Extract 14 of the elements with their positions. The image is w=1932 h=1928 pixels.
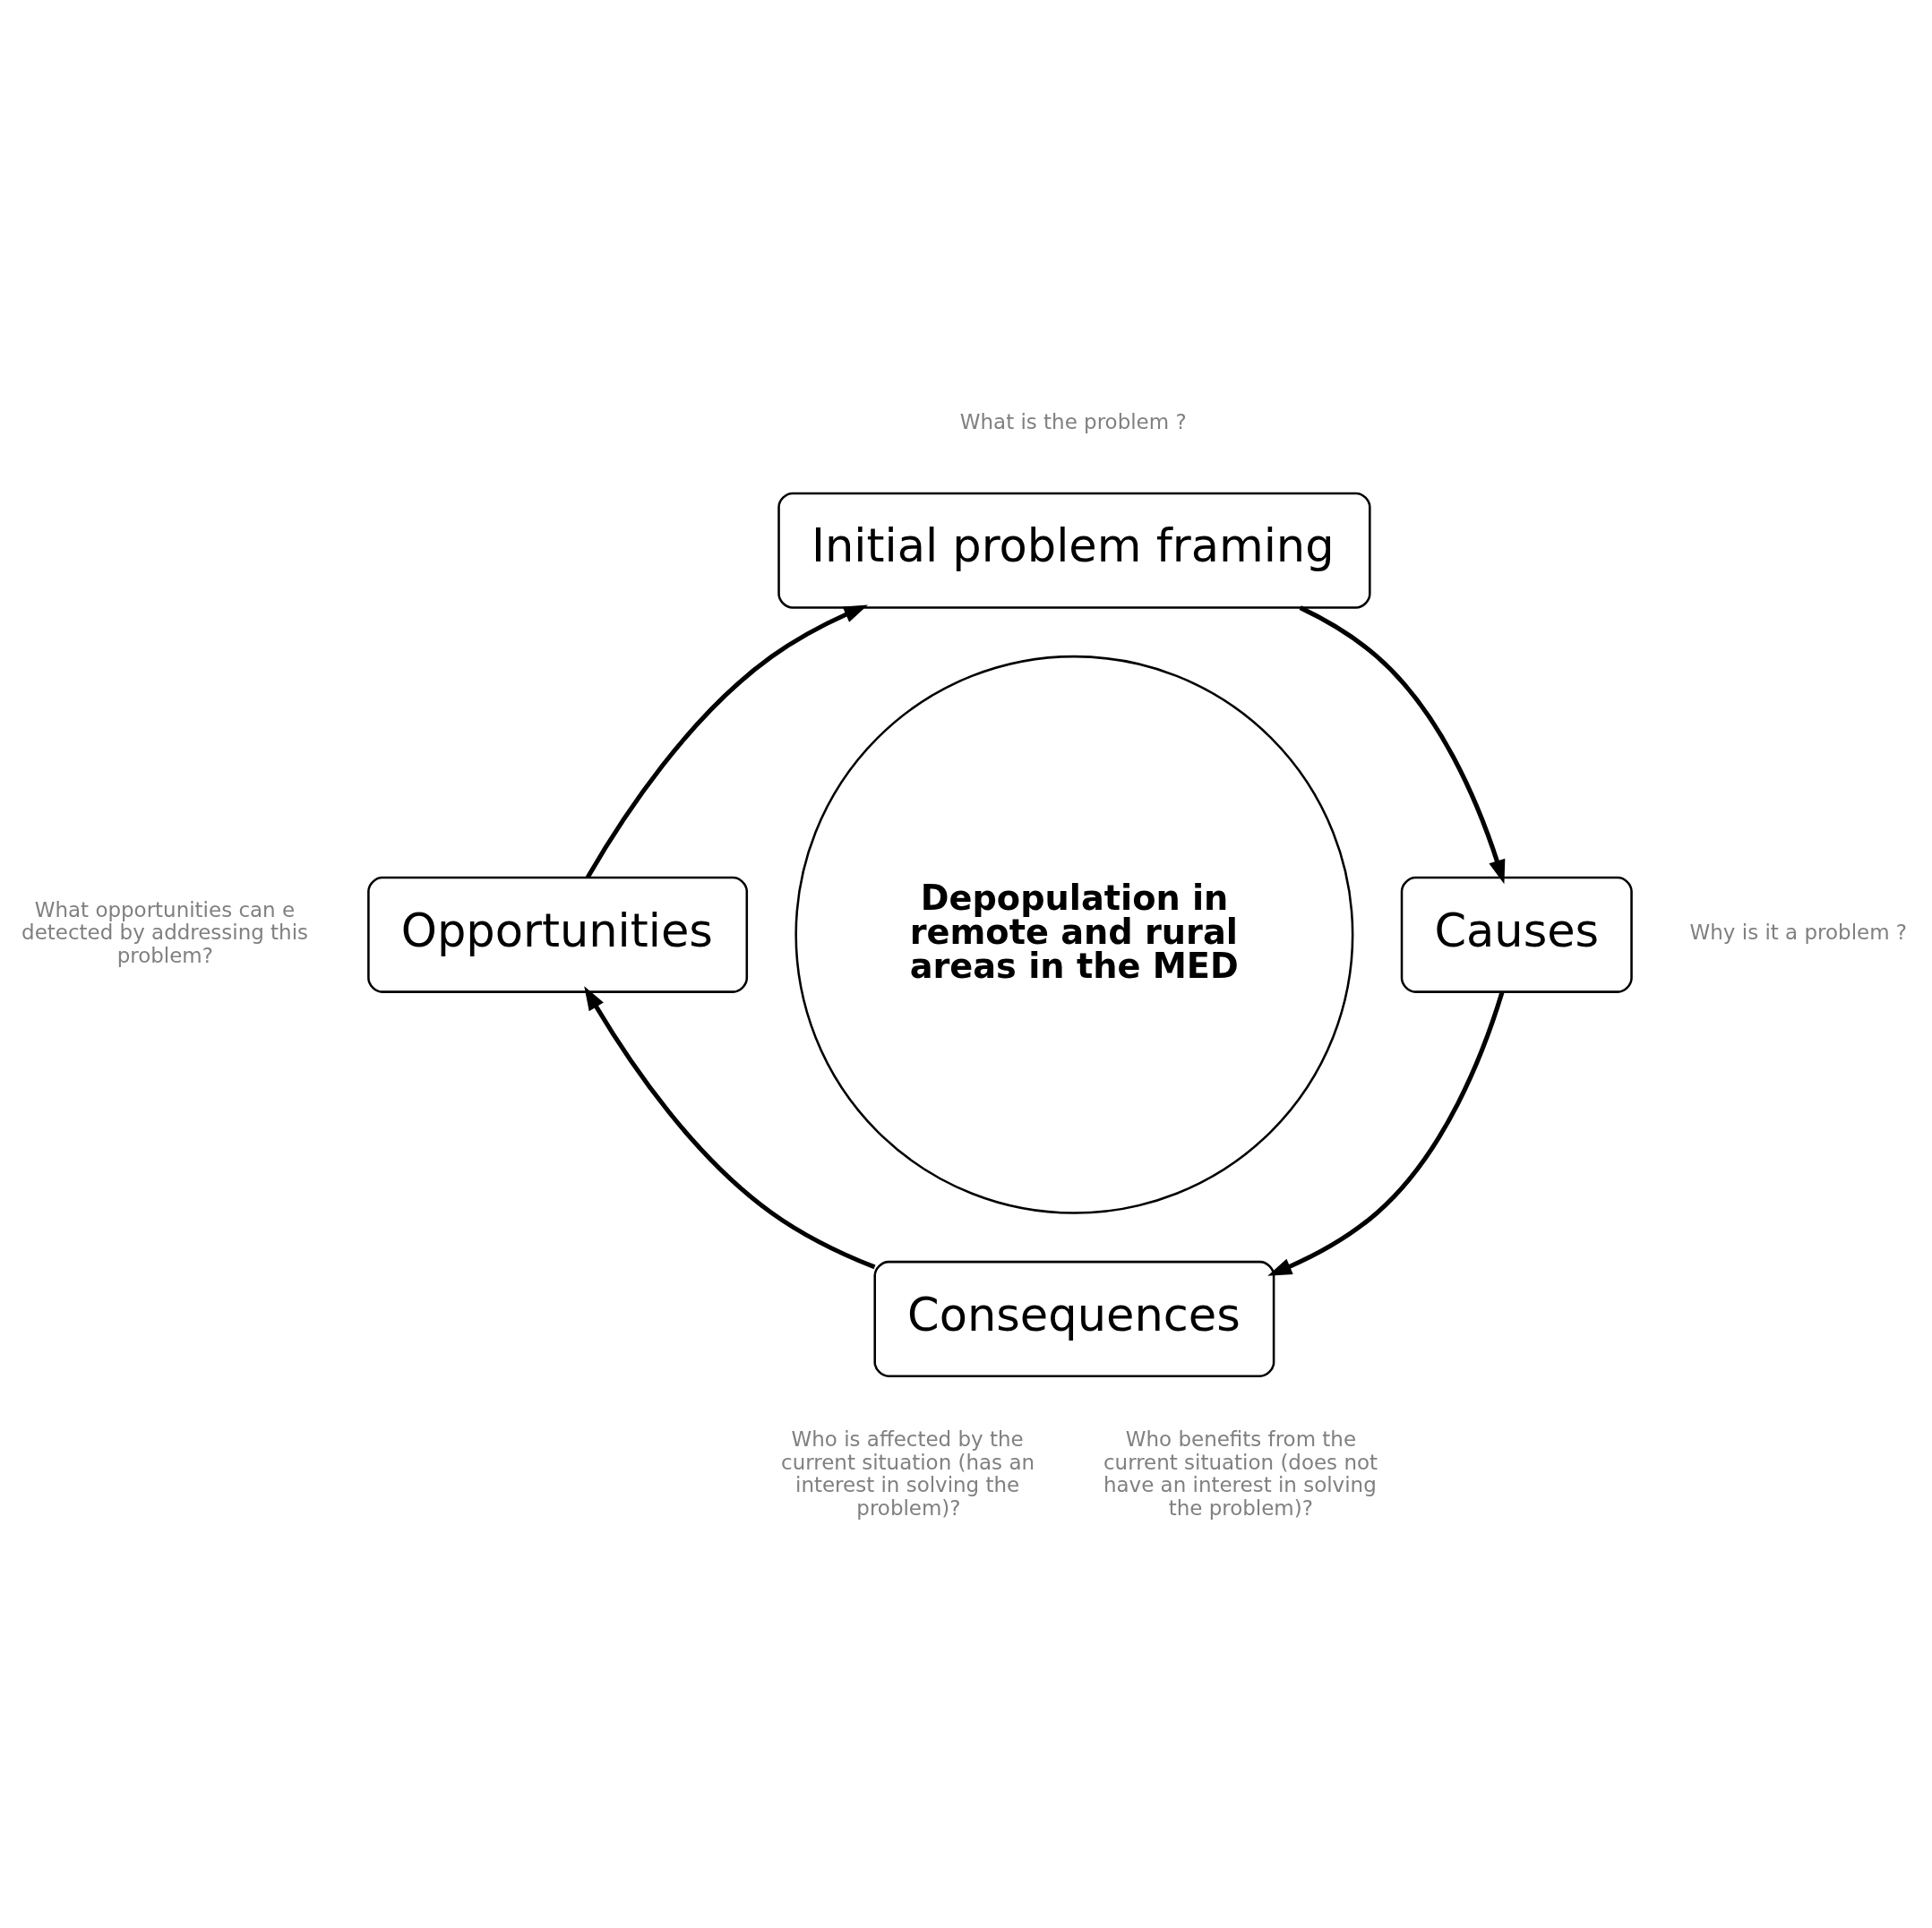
label: Why is it a problem ? <box>1689 920 1908 944</box>
label: What is the problem ? <box>959 409 1187 433</box>
arrow <box>1267 990 1505 1276</box>
label: Who benefits from the current situation (does not have an interest in solving the problem)? <box>1103 1427 1378 1520</box>
node-box: Causes <box>1400 876 1633 993</box>
arrow <box>584 985 876 1269</box>
label: Who is affected by the current situation (has an interest in solving the problem)? <box>781 1427 1035 1520</box>
node-box: Opportunities <box>367 876 749 993</box>
arrow <box>1299 604 1506 884</box>
node-box: Consequences <box>873 1260 1275 1377</box>
label: What opportunities can e detected by addressing this problem? <box>21 897 309 967</box>
node-box: Initial problem framing <box>777 492 1371 609</box>
arrow <box>585 604 868 878</box>
node-circle: Depopulation in remote and rural areas in the MED <box>794 655 1354 1214</box>
